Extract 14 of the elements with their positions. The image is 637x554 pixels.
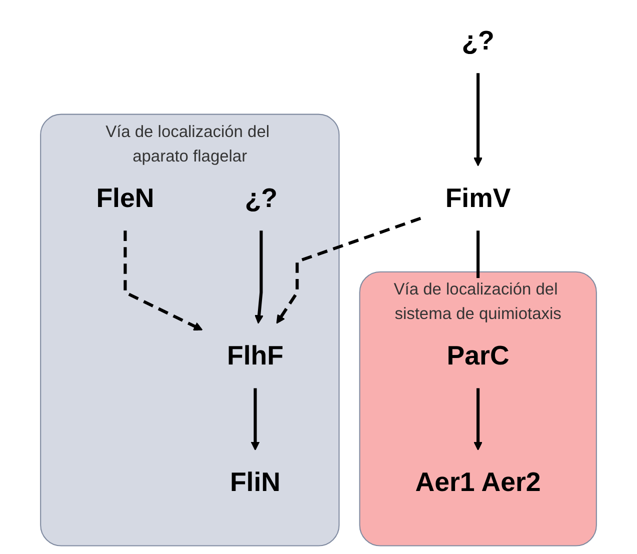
node-text: FimV <box>445 182 511 214</box>
arrow <box>254 230 264 324</box>
node-text: FlhF <box>226 340 284 371</box>
arrow <box>474 73 483 166</box>
node-text: FliN <box>230 466 281 498</box>
node-text: ParC <box>446 340 510 371</box>
node-text: ¿? <box>244 182 278 214</box>
arrow <box>276 216 422 324</box>
node-text: FleN <box>96 182 154 214</box>
arrow <box>474 388 483 450</box>
node-text: ¿? <box>462 24 494 56</box>
node-text: Aer1 Aer2 <box>415 466 541 498</box>
arrow <box>124 230 203 330</box>
arrow <box>250 388 260 450</box>
